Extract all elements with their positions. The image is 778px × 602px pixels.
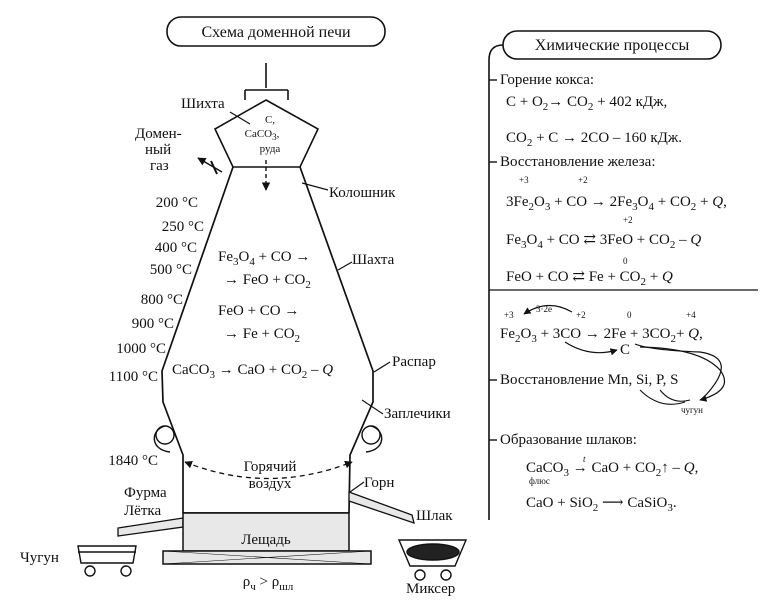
top-gas-arrow [197, 157, 223, 173]
shaft-label: Шахта [352, 252, 395, 268]
inner-reaction-1b: → FeO + CO2 [224, 272, 311, 291]
processes-bracket [488, 44, 504, 520]
belly-leader [373, 361, 391, 373]
inner-reaction-1: Fe3O4 + CO → [218, 249, 310, 268]
summary-electrons: 3·2e [536, 304, 552, 314]
charge-contents-1: C, [265, 114, 275, 126]
slag-heading: Образование шлаков: [500, 432, 637, 448]
temp-500: 500 °С [150, 262, 192, 278]
iron-ladle [77, 545, 137, 577]
summary-ox2: +2 [576, 310, 586, 320]
bosh-label: Заплечики [384, 406, 451, 422]
gas-valve [210, 160, 218, 175]
mn-arrows [639, 389, 691, 405]
iron-heading: Восстановление железа: [500, 154, 656, 170]
title-box: Схема доменной печи [166, 16, 386, 47]
top-gas-label-3: газ [150, 158, 169, 174]
iron-reaction-2: Fe3O4 + CO ⇄ 3FeO + CO2 – Q [506, 232, 701, 251]
hearth-leader [349, 481, 365, 493]
slag-tap-channel [348, 491, 415, 524]
top-gas-label-2: ный [145, 142, 171, 158]
iron-path-2 [639, 346, 725, 402]
belly-label: Распар [392, 354, 436, 370]
pig-iron-label: Чугун [20, 550, 59, 566]
iron-r2-ox: +2 [623, 215, 633, 225]
top-gas-label-1: Домен- [135, 126, 182, 142]
summary-ox4: +4 [686, 310, 696, 320]
hot-air-arc [184, 460, 353, 480]
electron-arrow [523, 304, 573, 315]
slag-reaction-2: CaO + SiO2 ⟶ CaSiO3. [526, 495, 677, 514]
shaft-leader [337, 261, 353, 271]
mixer-label: Миксер [406, 581, 455, 597]
throat-label: Колошник [329, 185, 396, 201]
charge-contents-3: руда [260, 143, 281, 155]
hearth-bottom [182, 512, 350, 552]
hot-air-label-2: воздух [249, 476, 292, 492]
inner-reaction-2: FeO + CO → [218, 303, 299, 319]
bosh-leader [361, 399, 384, 415]
iron-reaction-3: FeO + CO ⇄ Fe + CO2 + Q [506, 269, 673, 288]
temp-900: 900 °С [132, 316, 174, 332]
charge-label: Шихта [181, 96, 225, 112]
coke-reaction-2: CO2 + C → 2CO – 160 кДж. [506, 130, 682, 149]
iron-reaction-1: 3Fe2O3 + CO → 2Fe3O4 + CO2 + Q, [506, 194, 727, 213]
processes-title: Химические процессы [535, 37, 690, 54]
throat-leader [301, 182, 329, 191]
coke-reaction-1: C + O2→ CO2 + 402 кДж, [506, 94, 667, 113]
carbon-product: C [620, 342, 630, 358]
temp-800: 800 °С [141, 292, 183, 308]
inner-reaction-2b: → Fe + CO2 [224, 326, 300, 345]
charge-leader [229, 111, 251, 125]
hearth-bottom-label: Лещадь [241, 532, 291, 548]
processes-title-box: Химические процессы [502, 30, 722, 60]
temp-1100: 1100 °С [109, 369, 158, 385]
slag-label: Шлак [416, 508, 453, 524]
charge-contents-2: CaCO3, [245, 128, 280, 142]
taphole-label: Лётка [124, 503, 161, 519]
summary-reaction: Fe2O3 + 3CO → 2Fe + 3CO2+ Q, [500, 326, 703, 345]
mn-note: чугун [681, 405, 703, 415]
mn-heading: Восстановление Mn, Si, P, S [500, 372, 678, 388]
flux-note: флюс [529, 476, 550, 486]
iron-r1-ox2: +2 [578, 175, 588, 185]
tuyeres [153, 425, 383, 453]
slag-mixer [397, 539, 468, 581]
page-title: Схема доменной печи [201, 24, 351, 41]
summary-ox1: +3 [504, 310, 514, 320]
temp-250: 250 °С [162, 219, 204, 235]
temp-400: 400 °С [155, 240, 197, 256]
temperature-scale: 200 °С 250 °С 400 °С 500 °С 800 °С 900 °… [108, 195, 204, 469]
inner-reaction-3: CaCO3 → CaO + CO2 – Q [172, 362, 333, 381]
summary-ox3: 0 [627, 310, 632, 320]
iron-path-1 [634, 343, 722, 397]
iron-r1-ox1: +3 [519, 175, 529, 185]
hot-air-label-1: Горячий [244, 459, 297, 475]
temp-200: 200 °С [156, 195, 198, 211]
tuyere-label: Фурма [124, 485, 167, 501]
temp-1000: 1000 °С [116, 341, 166, 357]
carbon-arrow [564, 341, 618, 356]
hearth-label: Горн [364, 475, 394, 491]
iron-r3-ox: 0 [623, 256, 628, 266]
density-relation: ρч > ρшл [243, 574, 294, 593]
temp-1840: 1840 °С [108, 453, 158, 469]
slag-r1-t: t [583, 454, 586, 464]
slag-reaction-1: CaCO3 → CaO + CO2↑ – Q, [526, 460, 698, 479]
iron-tap-channel [117, 517, 184, 537]
coke-heading: Горение кокса: [500, 72, 594, 88]
